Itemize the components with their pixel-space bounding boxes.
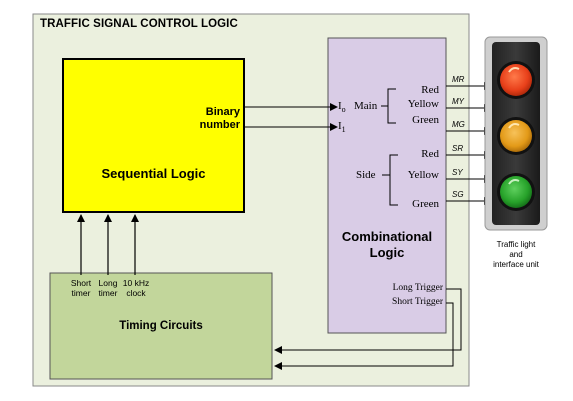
- short-trigger-label: Short Trigger: [392, 297, 443, 307]
- timing-circuits-box: [49, 272, 273, 380]
- main-brace: [381, 88, 396, 124]
- green-lamp-icon: [500, 176, 532, 208]
- main-yellow: Yellow: [407, 98, 439, 110]
- diagram-title: TRAFFIC SIGNAL CONTROL LOGIC: [40, 18, 238, 30]
- red-lamp-icon: [500, 64, 532, 96]
- side-brace: [382, 154, 398, 206]
- traffic-light-icon: [484, 36, 548, 231]
- signal-sg: SG: [452, 190, 464, 199]
- comb-label-line: Logic: [369, 245, 405, 260]
- yellow-lamp-icon: [500, 120, 532, 152]
- input-i0: Io: [338, 100, 346, 115]
- signal-my: MY: [452, 97, 464, 106]
- comb-label-line: Combinational: [341, 229, 433, 244]
- main-green: Green: [412, 114, 439, 126]
- binary-label-line: Binary: [205, 106, 240, 118]
- side-yellow: Yellow: [407, 169, 439, 181]
- timing-signal-short: Short timer: [70, 278, 92, 298]
- side-green: Green: [412, 198, 439, 210]
- main-red: Red: [421, 84, 439, 96]
- side-label: Side: [356, 169, 376, 181]
- traffic-light-caption: Traffic light and interface unit: [493, 240, 539, 269]
- sequential-logic-label: Sequential Logic: [101, 166, 206, 181]
- signal-sy: SY: [452, 168, 463, 177]
- long-trigger-label: Long Trigger: [392, 283, 443, 293]
- short-trigger-line: [274, 302, 454, 370]
- side-red: Red: [421, 148, 439, 160]
- timing-signal-clock: 10 kHz clock: [122, 278, 150, 298]
- sequential-logic-box: [62, 58, 245, 213]
- signal-mg: MG: [452, 120, 465, 129]
- combinational-logic-box: [327, 37, 447, 334]
- combinational-logic-label: Combinational Logic: [328, 229, 446, 261]
- binary-label-line: number: [199, 119, 240, 131]
- input-i1: I1: [338, 120, 346, 135]
- main-label: Main: [354, 100, 378, 112]
- binary-number-label: Binary number: [180, 106, 240, 132]
- timing-signal-long: Long timer: [98, 278, 118, 298]
- long-trigger-line: [274, 288, 462, 354]
- signal-mr: MR: [452, 75, 465, 84]
- timing-circuits-label: Timing Circuits: [119, 320, 203, 332]
- signal-sr: SR: [452, 144, 464, 153]
